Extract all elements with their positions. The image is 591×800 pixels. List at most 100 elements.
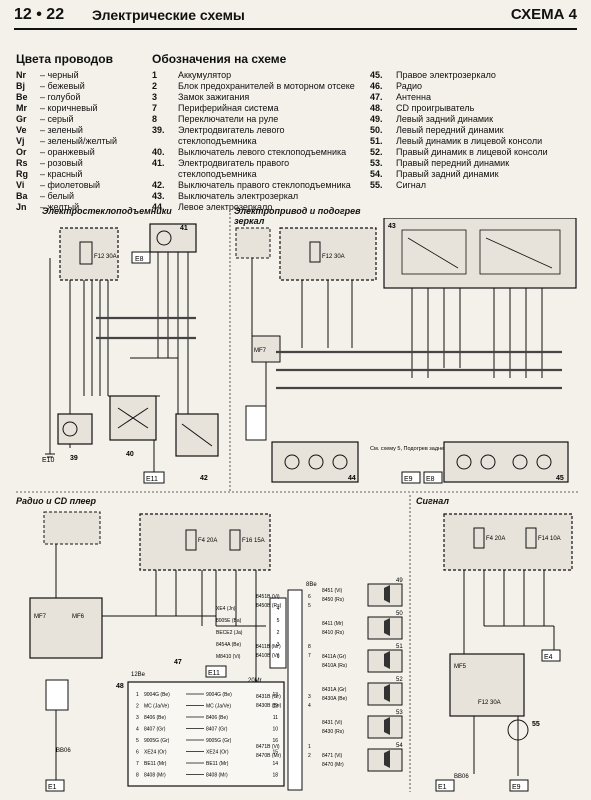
wire-color-item: Ba– белый (16, 191, 136, 202)
designation-text: Правое электрозеркало (396, 70, 496, 80)
fuse-box-2 (59, 227, 119, 281)
wire-color-item: Vi– фиолетовый (16, 180, 136, 191)
wire-color-name: – оранжевый (40, 147, 95, 157)
label-43: 43 (388, 223, 396, 230)
radio-wire-left: 9004G (Be) (144, 692, 170, 698)
ground-e11-label: E11 (146, 476, 158, 483)
section-title-horn: Сигнал (416, 496, 449, 506)
speaker-icon (384, 618, 390, 636)
ground-e10-left: E10 (42, 457, 55, 464)
fuse-f14-label: F14 10A (538, 536, 561, 542)
wire-color-code: Gr (16, 114, 27, 124)
radio-mid-pin: 2 (277, 630, 280, 636)
wire-color-code: Ba (16, 191, 28, 201)
radio-pin-right: 13 (272, 692, 278, 698)
designation-item: 42.Выключатель правого стеклоподъемника (152, 180, 370, 191)
ground-e8-box (131, 251, 151, 264)
radio-wire-right: 8407 (Gr) (206, 727, 228, 733)
radio-wire-left: MC (Ja/Ve) (144, 704, 169, 710)
speaker-number-label: 52 (396, 677, 403, 683)
radio-mid-wire: BECE2 (Ja) (216, 630, 243, 636)
page-number: 12 • 22 (14, 6, 65, 23)
motor-39-box (57, 413, 93, 445)
radio-wire-left: 8407 (Gr) (144, 727, 166, 733)
radio-pin-left: 3 (136, 715, 139, 721)
radio-pin-left: 7 (136, 761, 139, 767)
wire-color-code: Or (16, 147, 27, 157)
horn-55-symbol (507, 719, 529, 741)
radio-46-connector-block (127, 681, 285, 787)
speaker-icon (384, 750, 390, 768)
speaker-wire-out: 8470 (Mr) (322, 762, 344, 768)
designation-number: 42. (152, 180, 165, 190)
speaker-pin: 3 (308, 694, 311, 700)
ground-e4-label: E4 (544, 654, 553, 661)
radio-mid-pin: 6 (277, 654, 280, 660)
wire-color-name: – зеленый (40, 125, 83, 135)
radio-mid-wire: 8005E (Ba) (216, 618, 242, 624)
radio-mid-pin: 3 (277, 642, 280, 648)
wire-colors-title: Цвета проводов (16, 52, 114, 66)
designation-item: 50.Левый передний динамик (370, 125, 582, 136)
fuse-f16-label: F16 15A (242, 538, 265, 544)
designation-text: Левый задний динамик (396, 114, 494, 124)
label-40: 40 (126, 451, 134, 458)
radio-mid-connector (269, 597, 287, 669)
label-41: 41 (180, 225, 188, 232)
radio-wire-right: BE11 (Mr) (206, 761, 229, 767)
wire-color-item: Or – оранжевый (16, 147, 136, 158)
designation-number: 44. (152, 202, 165, 212)
motor-41-symbol (156, 230, 172, 246)
designation-item: 45. Правое электрозеркало (370, 70, 582, 81)
wire-color-code: Vi (16, 180, 25, 190)
wire-color-item: Rs– розовый (16, 158, 136, 169)
radio-mid-pin: 5 (277, 618, 280, 624)
wire-color-code: Rs (16, 158, 28, 168)
designation-text: Левый динамик в лицевой консоли (396, 136, 543, 146)
window-lifters-diagram: F12 30A 41 E8 39 40 42 E10 E11 (42, 223, 219, 484)
radio-pin-right: 16 (272, 738, 278, 744)
motor-41-box (149, 223, 197, 253)
ignition-radio-box (43, 511, 101, 545)
ground-e11-radio-box (205, 665, 227, 678)
page-title: Электрические схемы (92, 7, 245, 23)
designation-item: 55.Сигнал (370, 180, 582, 191)
speaker-wire-in: 8430B (Be) (256, 703, 282, 709)
speaker-wire-out: 8411A (Gr) (322, 654, 346, 660)
speaker-wire-in: 8451B (Vi) (256, 594, 280, 600)
designation-text: Правый задний динамик (396, 169, 499, 179)
designation-text: стеклоподъемника (178, 169, 257, 179)
fuse-f12-symbol (79, 241, 93, 265)
radio-pin-left: 1 (136, 692, 139, 698)
wire-color-item: Rg– красный (16, 169, 136, 180)
wire-color-code: Rg (16, 169, 28, 179)
radio-wire-left: 8406 (Be) (144, 715, 166, 721)
speaker-wire-in: 8471B (Vi) (256, 744, 280, 750)
speaker-wire-out: 8410A (Rs) (322, 663, 347, 669)
designation-text: CD проигрыватель (396, 103, 475, 113)
mf-block-radio (29, 597, 103, 659)
speaker-pin: 1 (308, 744, 311, 750)
designation-text: Левый передний динамик (396, 125, 504, 135)
fuse-f12-horn-label: F12 30A (478, 700, 501, 706)
designation-item: 46.Радио (370, 81, 582, 92)
designation-item: 49.Левый задний динамик (370, 114, 582, 125)
designation-number: 3 (152, 92, 158, 102)
radio-wire-left: XE24 (Or) (144, 750, 167, 756)
designation-number: 41. (152, 158, 165, 168)
radio-wire-right: 9004G (Be) (206, 692, 232, 698)
designation-item: 44.Левое электрозеркало (152, 202, 370, 213)
speaker-wire-in: 8450B (Rs) (256, 603, 282, 609)
wire-color-name: – бежевый (40, 81, 85, 91)
wire-color-code: Be (16, 92, 28, 102)
designation-number: 45. (370, 70, 383, 80)
